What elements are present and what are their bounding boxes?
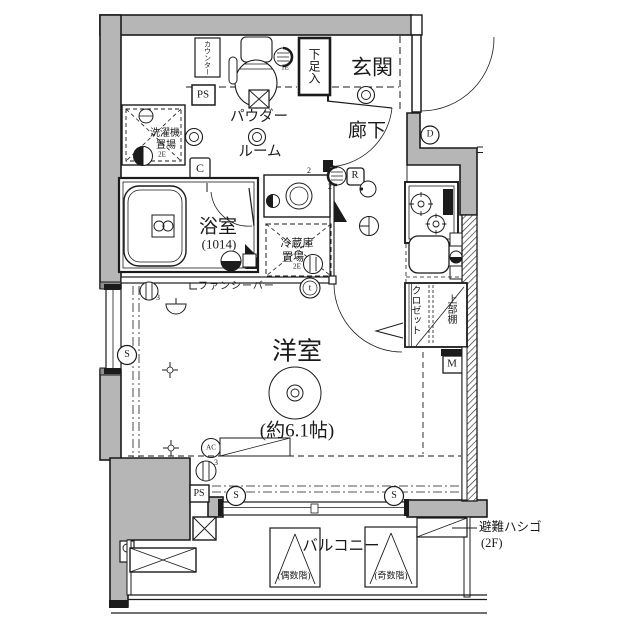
powder-room-label-1: パウダー [230,108,288,125]
balcony-box-small [192,516,217,541]
toilet-icon [228,36,278,109]
washer-label-2: 置場 [156,140,176,151]
fancy-bar-label: ファンシーバー [198,281,275,292]
balcony-edge-lines [111,594,487,614]
r-label: R [351,169,359,181]
left-window [104,284,140,457]
pipe-space-top-box [191,84,216,106]
outlet-1e-label: 1E [281,63,289,72]
wall-ticks [477,146,483,153]
fridge-label-2: 置場 [282,251,304,264]
balcony-label: バルコニー [302,537,380,555]
door-wedge [334,200,347,222]
western-room-size-label: (約6.1帖) [259,420,335,442]
d-circle [420,125,440,145]
washer-label-1: 洗濯機 [150,128,180,139]
fancy-bar-bracket [189,283,197,290]
powder-room-label-2: ルーム [238,143,282,160]
genkan-light-icon [356,85,376,105]
washer-area [121,104,186,166]
entry-door [411,34,495,113]
bathtub-icon [123,185,187,267]
bath-drain-icon [220,250,257,272]
entrance-label: 玄関 [351,55,393,80]
even-floor-label: (偶数階) [277,570,311,581]
counter-label: カウンター [203,40,212,76]
sensor-icon [165,298,187,315]
outlet-1e-icon [273,46,294,68]
powder-light-icon [247,127,267,147]
fridge-outlet-label: 2E [292,261,302,271]
ps-bottom-label: PS [193,488,205,499]
fridge-outlet-icon [303,254,323,274]
room-top-wall [120,275,337,285]
door-stop-wall [323,160,333,172]
closet-box [404,282,468,348]
d-label: D [426,129,434,140]
upper-shelf-label: 上部棚 [445,294,456,324]
shoe-cabinet [297,36,332,97]
corridor-label: 廊下 [347,120,387,142]
s-label-3: S [391,490,397,501]
closet-label: クロゼット [409,285,420,335]
outlet-3-label-b: 3 [214,458,218,467]
corridor-circle-icon [359,180,377,198]
ceiling-light-icon [268,366,322,420]
escape-ladder-label-2: (2F) [481,536,503,550]
bathroom-label: 浴室 [198,216,238,238]
ac-panel [219,437,291,457]
shoe-cabinet-label: 下足入 [307,48,321,84]
s-label-2: S [233,490,239,501]
outlet-2-label-b: 2 [328,182,332,191]
room-door [333,283,404,353]
outlet-3-label-a: 3 [156,293,160,302]
t-label: t [308,282,312,293]
balcony-partition [463,516,471,598]
floor-cross-icons [162,362,179,456]
kitchen-counter-dashed [405,244,461,282]
fridge-area [265,223,332,277]
ac-label: AC [206,443,216,452]
odd-floor-box [364,526,418,588]
kitchen-sink-icon [408,232,463,280]
m-label: M [447,357,457,370]
escape-ladder-box [416,517,477,538]
washbasin-icon [263,174,331,218]
washer-outlet-icon [184,127,204,147]
western-room-label: 洋室 [271,338,323,366]
outlet-2-icon [326,165,347,187]
remote-icon [359,216,379,236]
bathroom-size-label: (1014) [201,236,237,252]
curtain-lines [212,485,462,493]
even-floor-box [269,527,321,588]
washer-outlet-label: 2E [158,150,166,159]
c-label: C [195,161,205,175]
escape-ladder-label-1: 避難ハシゴ [479,520,542,534]
ps-top-label: PS [196,88,210,101]
r-box [346,167,365,186]
t-circle [299,277,321,299]
odd-floor-label: (奇数階) [374,570,408,581]
powder-room-door [326,100,393,168]
wall-bottom-cap [109,600,128,608]
counter-box [194,37,221,78]
balcony-box-wide [129,547,197,573]
pipe-space-bottom-box [189,484,210,503]
s-circles [116,344,405,507]
outlet-2-label-a: 2 [307,166,311,175]
balcony-window [218,499,409,516]
outlet-3-left-icon [139,281,159,301]
entry-door-post [410,14,423,36]
walls [99,14,488,608]
outlet-3-bottom-icon [195,460,217,482]
bath-door [206,183,255,227]
room-right-wall [461,346,468,501]
fridge-label-1: 冷蔵庫 [280,237,314,250]
s-label-1: S [124,349,130,360]
